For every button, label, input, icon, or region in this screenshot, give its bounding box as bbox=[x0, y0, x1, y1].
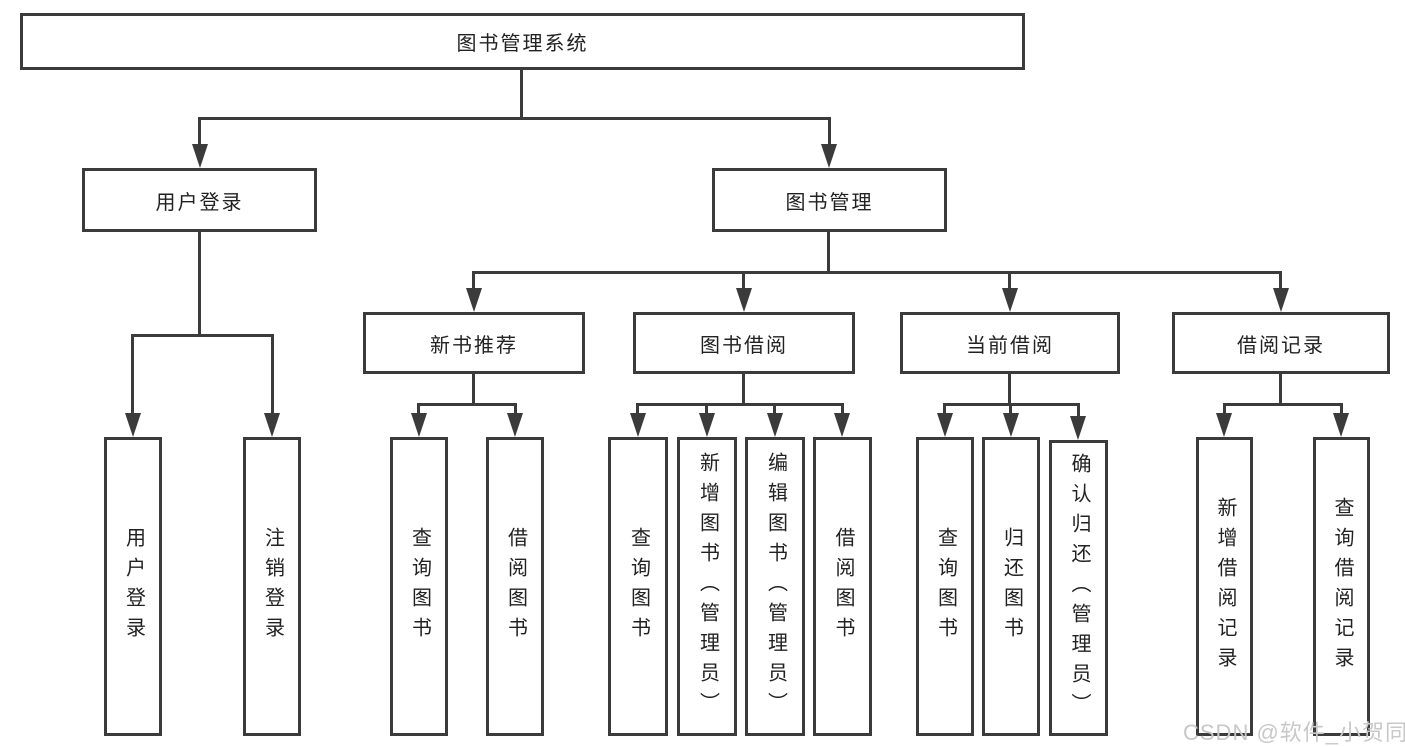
arrow-down-icon bbox=[1333, 413, 1349, 437]
leaf-return-books-label: 归还图书 bbox=[1000, 526, 1023, 647]
connector-line bbox=[1279, 271, 1282, 289]
arrow-down-icon bbox=[192, 144, 208, 168]
arrow-down-icon bbox=[1002, 288, 1018, 312]
leaf-query-books-recommend-label: 查询图书 bbox=[408, 526, 431, 647]
arrow-down-icon bbox=[821, 144, 837, 168]
arrow-down-icon bbox=[630, 413, 646, 437]
leaf-confirm-return-admin-label: 确认归还（管理员） bbox=[1068, 453, 1090, 723]
connector-line bbox=[1340, 403, 1343, 417]
connector-line bbox=[773, 403, 776, 417]
connector-line bbox=[1223, 403, 1226, 417]
leaf-add-borrow-record: 新增借阅记录 bbox=[1196, 437, 1253, 736]
arrow-down-icon bbox=[834, 413, 850, 437]
connector-line bbox=[271, 334, 274, 414]
node-library-system: 图书管理系统 bbox=[20, 13, 1025, 70]
leaf-query-books-recommend: 查询图书 bbox=[390, 437, 448, 736]
connector-line bbox=[417, 403, 517, 406]
connector-line bbox=[1008, 271, 1011, 289]
node-new-book-recommend: 新书推荐 bbox=[363, 312, 585, 374]
connector-line bbox=[1279, 374, 1282, 405]
connector-line bbox=[705, 403, 708, 417]
connector-line bbox=[520, 70, 523, 118]
arrow-down-icon bbox=[736, 288, 752, 312]
arrow-down-icon bbox=[411, 413, 427, 437]
leaf-edit-books-admin: 编辑图书（管理员） bbox=[745, 437, 805, 736]
connector-line bbox=[131, 334, 134, 414]
arrow-down-icon bbox=[1216, 413, 1232, 437]
leaf-logout-label: 注销登录 bbox=[261, 526, 284, 647]
leaf-borrow-books-recommend-label: 借阅图书 bbox=[504, 526, 527, 647]
node-book-management: 图书管理 bbox=[712, 168, 947, 232]
node-current-borrowing: 当前借阅 bbox=[900, 312, 1120, 374]
leaf-user-login-label: 用户登录 bbox=[122, 526, 145, 647]
leaf-query-books-borrowing-label: 查询图书 bbox=[627, 526, 650, 647]
leaf-query-books-current-label: 查询图书 bbox=[934, 526, 957, 647]
connector-line bbox=[742, 374, 745, 405]
node-book-borrowing-label: 图书借阅 bbox=[700, 334, 788, 357]
leaf-edit-books-admin-label: 编辑图书（管理员） bbox=[764, 451, 787, 722]
leaf-borrow-books-recommend: 借阅图书 bbox=[486, 437, 544, 736]
connector-line bbox=[198, 117, 831, 120]
arrow-down-icon bbox=[767, 413, 783, 437]
leaf-query-books-borrowing: 查询图书 bbox=[608, 437, 668, 736]
connector-line bbox=[198, 232, 201, 337]
leaf-query-borrow-record: 查询借阅记录 bbox=[1313, 437, 1370, 736]
connector-line bbox=[417, 403, 420, 417]
connector-line bbox=[841, 403, 844, 417]
leaf-confirm-return-admin: 确认归还（管理员） bbox=[1049, 440, 1108, 736]
connector-line bbox=[131, 334, 274, 337]
connector-line bbox=[514, 403, 517, 417]
node-user-login-label: 用户登录 bbox=[155, 191, 244, 214]
leaf-add-books-admin-label: 新增图书（管理员） bbox=[696, 451, 719, 722]
leaf-borrow-books: 借阅图书 bbox=[813, 437, 872, 736]
leaf-borrow-books-label: 借阅图书 bbox=[832, 526, 854, 647]
leaf-add-books-admin: 新增图书（管理员） bbox=[677, 437, 737, 736]
arrow-down-icon bbox=[507, 413, 523, 437]
leaf-logout: 注销登录 bbox=[243, 437, 301, 736]
connector-line bbox=[1009, 403, 1012, 417]
node-new-book-recommend-label: 新书推荐 bbox=[430, 334, 518, 357]
csdn-watermark: CSDN @软件_小贺同学 bbox=[1183, 720, 1405, 745]
node-borrow-records-label: 借阅记录 bbox=[1237, 334, 1325, 357]
leaf-add-borrow-record-label: 新增借阅记录 bbox=[1214, 496, 1236, 677]
leaf-query-borrow-record-label: 查询借阅记录 bbox=[1331, 496, 1353, 677]
leaf-return-books: 归还图书 bbox=[982, 437, 1040, 736]
arrow-down-icon bbox=[937, 413, 953, 437]
connector-line bbox=[828, 117, 831, 151]
node-borrow-records: 借阅记录 bbox=[1172, 312, 1390, 374]
connector-line bbox=[1077, 403, 1080, 419]
arrow-down-icon bbox=[699, 413, 715, 437]
arrow-down-icon bbox=[1070, 416, 1086, 440]
arrow-down-icon bbox=[125, 413, 141, 437]
arrow-down-icon bbox=[264, 413, 280, 437]
arrow-down-icon bbox=[1003, 413, 1019, 437]
connector-line bbox=[472, 374, 475, 405]
connector-line bbox=[472, 271, 475, 289]
arrow-down-icon bbox=[1273, 288, 1289, 312]
connector-line bbox=[827, 232, 830, 274]
connector-line bbox=[636, 403, 844, 406]
node-current-borrowing-label: 当前借阅 bbox=[966, 334, 1054, 357]
node-book-borrowing: 图书借阅 bbox=[633, 312, 855, 374]
node-user-login: 用户登录 bbox=[82, 168, 317, 232]
leaf-query-books-current: 查询图书 bbox=[916, 437, 974, 736]
node-book-management-label: 图书管理 bbox=[785, 191, 874, 214]
leaf-user-login: 用户登录 bbox=[104, 437, 162, 736]
connector-line bbox=[1223, 403, 1343, 406]
arrow-down-icon bbox=[466, 288, 482, 312]
connector-line bbox=[742, 271, 745, 289]
connector-line bbox=[943, 403, 946, 417]
connector-line bbox=[636, 403, 639, 417]
connector-line bbox=[472, 271, 1282, 274]
node-library-system-label: 图书管理系统 bbox=[456, 33, 589, 55]
connector-line bbox=[1008, 374, 1011, 405]
connector-line bbox=[198, 117, 201, 151]
